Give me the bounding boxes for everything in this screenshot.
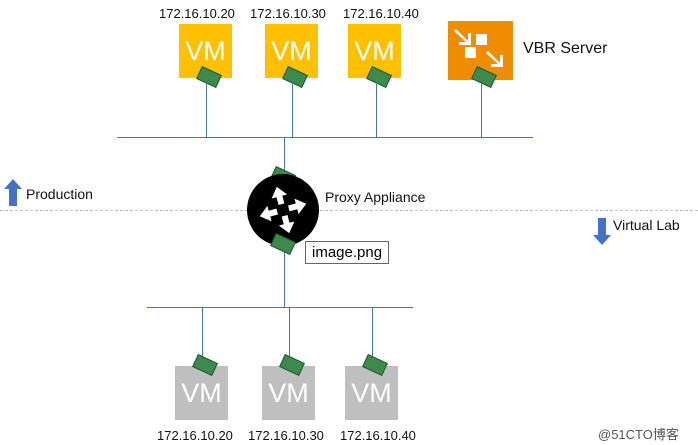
link-line [292,84,293,137]
production-network-bus [117,137,533,138]
virtual-lab-label: Virtual Lab [613,217,680,233]
link-line [481,84,482,137]
arrow-down-icon [593,218,611,245]
proxy-appliance-icon[interactable] [247,174,319,246]
link-line [372,307,373,362]
network-separator [0,210,698,211]
virtual-lab-network-bus [147,307,413,308]
vbr-server-label: VBR Server [523,40,608,57]
ip-label: 172.16.10.30 [250,6,326,21]
virtual-lab-vm[interactable]: VM [262,366,315,420]
production-label: Production [26,186,93,202]
link-line [289,307,290,362]
virtual-lab-vm[interactable]: VM [345,366,398,420]
vbr-server-icon[interactable] [448,21,513,80]
link-line [206,84,207,137]
link-line [202,307,203,362]
arrow-up-icon [4,179,22,206]
ip-label: 172.16.10.40 [343,6,419,21]
ip-label: 172.16.10.20 [157,428,233,443]
virtual-lab-vm[interactable]: VM [175,366,228,420]
ip-label: 172.16.10.20 [159,6,235,21]
ip-label: 172.16.10.30 [248,428,324,443]
link-line [376,84,377,137]
image-tooltip: image.png [305,241,390,264]
ip-label: 172.16.10.40 [340,428,416,443]
watermark: @51CTO博客 [598,427,679,442]
proxy-appliance-label: Proxy Appliance [325,189,426,205]
